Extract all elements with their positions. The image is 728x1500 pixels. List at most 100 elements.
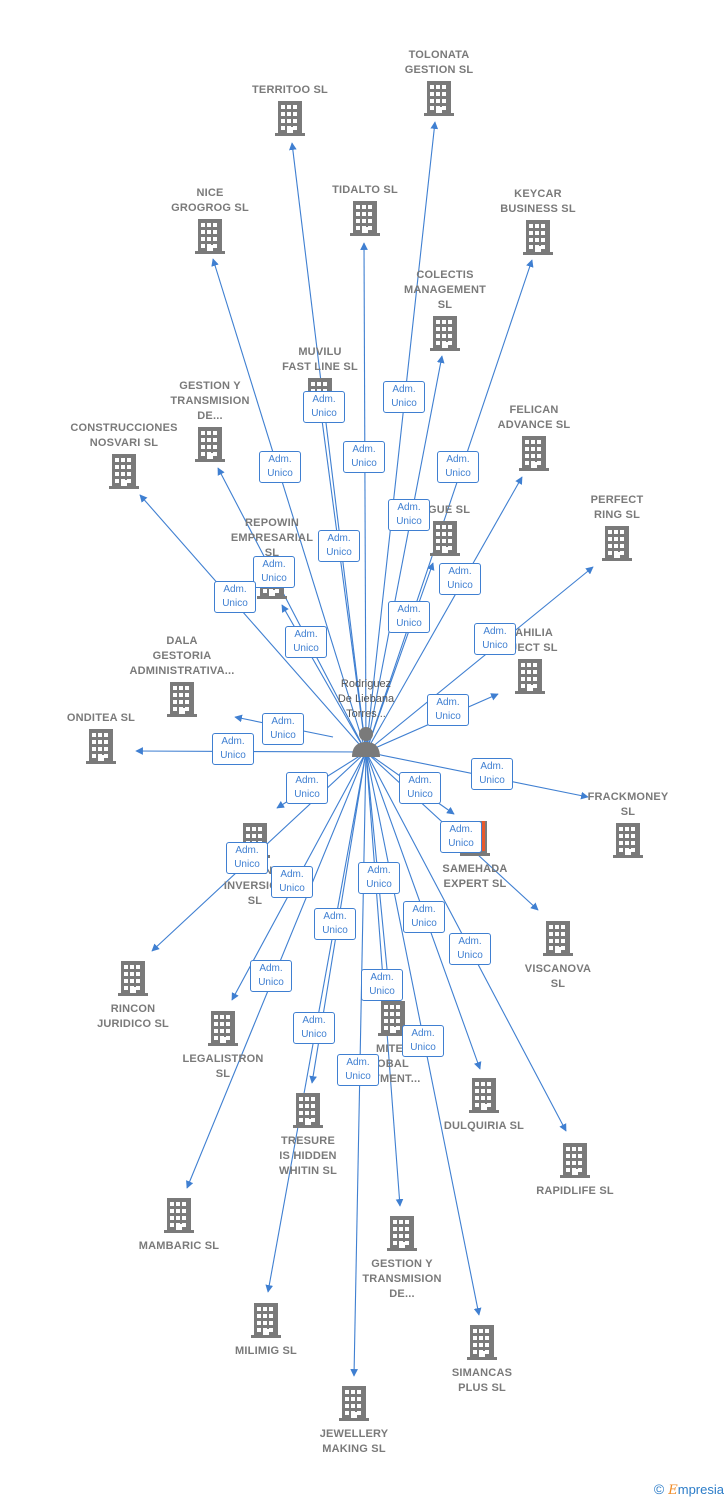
relation-badge-jewellery[interactable]: Adm. Unico xyxy=(337,1054,379,1086)
company-node-rincon[interactable]: RINCON JURIDICO SL xyxy=(68,958,198,1032)
company-node-legalistron[interactable]: LEGALISTRON SL xyxy=(158,1008,288,1082)
relation-badge-mitel[interactable]: Adm. Unico xyxy=(358,862,400,894)
brand-name: mpresia xyxy=(677,1482,724,1497)
company-label: TRESURE IS HIDDEN WHITIN SL xyxy=(278,1135,337,1177)
company-label: FRACKMONEY SL xyxy=(587,791,669,818)
relation-badge-perfect[interactable]: Adm. Unico xyxy=(474,623,516,655)
company-node-simancas[interactable]: SIMANCAS PLUS SL xyxy=(417,1322,547,1396)
company-node-viscanova[interactable]: VISCANOVA SL xyxy=(493,918,623,992)
person-node[interactable]: Rodriguez De Liebana Torres... xyxy=(321,677,411,763)
relation-badge-rincon[interactable]: Adm. Unico xyxy=(226,842,268,874)
building-icon xyxy=(68,958,198,1002)
person-icon xyxy=(352,727,380,757)
building-icon xyxy=(328,998,458,1042)
relation-badge-milimig[interactable]: Adm. Unico xyxy=(293,1012,335,1044)
building-icon xyxy=(473,217,603,261)
building-icon xyxy=(145,424,275,468)
relation-badge-tresure[interactable]: Adm. Unico xyxy=(314,908,356,940)
company-node-jewellery[interactable]: JEWELLERY MAKING SL xyxy=(289,1383,419,1457)
company-node-nice[interactable]: NICE GROGROG SL xyxy=(145,186,275,260)
company-node-dulquiria[interactable]: DULQUIRIA SL xyxy=(419,1075,549,1134)
relation-badge-bahilia[interactable]: Adm. Unico xyxy=(427,694,469,726)
building-icon xyxy=(145,216,275,260)
company-label: MILIMIG SL xyxy=(235,1345,297,1357)
company-label: SAMEHADA EXPERT SL xyxy=(442,863,508,890)
relation-badge-legalistron[interactable]: Adm. Unico xyxy=(271,866,313,898)
relation-badge-ague[interactable]: Adm. Unico xyxy=(388,601,430,633)
relation-badge-gestion1[interactable]: Adm. Unico xyxy=(253,556,295,588)
company-label: DALA GESTORIA ADMINISTRATIVA... xyxy=(129,635,235,677)
relation-badge-territoo[interactable]: Adm. Unico xyxy=(303,391,345,423)
company-node-mitel[interactable]: MITEL OBAL STMENT... xyxy=(328,998,458,1087)
company-label: TOLONATA GESTION SL xyxy=(404,49,474,76)
company-node-onditea[interactable]: ONDITEA SL xyxy=(36,711,166,770)
relation-badge-viscanova[interactable]: Adm. Unico xyxy=(440,821,482,853)
building-icon xyxy=(380,313,510,357)
relation-badge-construcciones[interactable]: Adm. Unico xyxy=(214,581,256,613)
company-node-gestion1[interactable]: GESTION Y TRANSMISION DE... xyxy=(145,379,275,468)
relation-badge-mambaric[interactable]: Adm. Unico xyxy=(250,960,292,992)
company-node-mambaric[interactable]: MAMBARIC SL xyxy=(114,1195,244,1254)
company-node-felican[interactable]: FELICAN ADVANCE SL xyxy=(469,403,599,477)
relation-badge-nice[interactable]: Adm. Unico xyxy=(259,451,301,483)
building-icon xyxy=(300,198,430,242)
relation-badge-simancas[interactable]: Adm. Unico xyxy=(402,1025,444,1057)
company-label: RINCON JURIDICO SL xyxy=(97,1003,169,1030)
building-icon xyxy=(117,679,247,723)
company-node-territoo[interactable]: TERRITOO SL xyxy=(225,83,355,142)
relation-badge-dulquiria[interactable]: Adm. Unico xyxy=(403,901,445,933)
company-node-rapidlife[interactable]: RAPIDLIFE SL xyxy=(510,1140,640,1199)
relation-badge-colectis[interactable]: Adm. Unico xyxy=(388,499,430,531)
relation-badge-felican[interactable]: Adm. Unico xyxy=(439,563,481,595)
company-label: COLECTIS MANAGEMENT SL xyxy=(403,269,487,311)
building-icon xyxy=(59,451,189,495)
company-node-milimig[interactable]: MILIMIG SL xyxy=(201,1300,331,1359)
company-label: GESTION Y TRANSMISION DE... xyxy=(170,380,250,422)
relation-badge-onditea2[interactable]: Adm. Unico xyxy=(262,713,304,745)
company-label: GESTION Y TRANSMISION DE... xyxy=(362,1258,442,1300)
company-node-perfect[interactable]: PERFECT RING SL xyxy=(552,493,682,567)
relation-edge-tidalto xyxy=(360,242,368,753)
relation-badge-frackmoney[interactable]: Adm. Unico xyxy=(471,758,513,790)
building-icon xyxy=(201,1300,331,1344)
company-node-frackmoney[interactable]: FRACKMONEY SL xyxy=(563,790,693,864)
company-label: DULQUIRIA SL xyxy=(443,1120,525,1132)
relation-badge-tolonata[interactable]: Adm. Unico xyxy=(383,381,425,413)
relation-edge-tolonata xyxy=(365,121,439,753)
building-icon xyxy=(158,1008,288,1052)
relation-badge-samehada[interactable]: Adm. Unico xyxy=(399,772,441,804)
building-icon xyxy=(114,1195,244,1239)
relation-badge-muvilu[interactable]: Adm. Unico xyxy=(318,530,360,562)
relation-badge-repowin[interactable]: Adm. Unico xyxy=(285,626,327,658)
company-node-keycar[interactable]: KEYCAR BUSINESS SL xyxy=(473,187,603,261)
company-label: LEGALISTRON SL xyxy=(182,1053,264,1080)
brand-initial: E xyxy=(668,1483,678,1498)
company-node-tolonata[interactable]: TOLONATA GESTION SL xyxy=(374,48,504,122)
relation-badge-keycar[interactable]: Adm. Unico xyxy=(437,451,479,483)
company-label: ONDITEA SL xyxy=(66,712,136,724)
relation-badge-onditea[interactable]: Adm. Unico xyxy=(212,733,254,765)
company-node-gestion2[interactable]: GESTION Y TRANSMISION DE... xyxy=(337,1213,467,1302)
company-label: MITEL OBAL STMENT... xyxy=(365,1043,421,1085)
relation-badge-gestion2[interactable]: Adm. Unico xyxy=(361,969,403,1001)
relation-badge-tidalto[interactable]: Adm. Unico xyxy=(343,441,385,473)
company-node-construcciones[interactable]: CONSTRUCCIONES NOSVARI SL xyxy=(59,421,189,495)
company-label: CONSTRUCCIONES NOSVARI SL xyxy=(70,422,178,449)
company-node-tresure[interactable]: TRESURE IS HIDDEN WHITIN SL xyxy=(243,1090,373,1179)
company-label: KEYCAR BUSINESS SL xyxy=(500,188,576,215)
building-icon xyxy=(289,1383,419,1427)
building-icon xyxy=(337,1213,467,1257)
relation-badge-rapidlife[interactable]: Adm. Unico xyxy=(449,933,491,965)
company-node-colectis[interactable]: COLECTIS MANAGEMENT SL xyxy=(380,268,510,357)
company-label: TIDALTO SL xyxy=(332,184,398,196)
relation-edge-ague xyxy=(365,562,435,753)
company-node-tidalto[interactable]: TIDALTO SL xyxy=(300,183,430,242)
company-node-dala[interactable]: DALA GESTORIA ADMINISTRATIVA... xyxy=(117,634,247,723)
footer-credit: ©Empresia xyxy=(654,1481,724,1498)
building-icon xyxy=(493,918,623,962)
relation-badge-pu[interactable]: Adm. Unico xyxy=(286,772,328,804)
company-label: FELICAN ADVANCE SL xyxy=(497,404,571,431)
building-icon xyxy=(380,518,510,562)
company-label: MAMBARIC SL xyxy=(138,1240,220,1252)
building-icon xyxy=(465,656,595,700)
